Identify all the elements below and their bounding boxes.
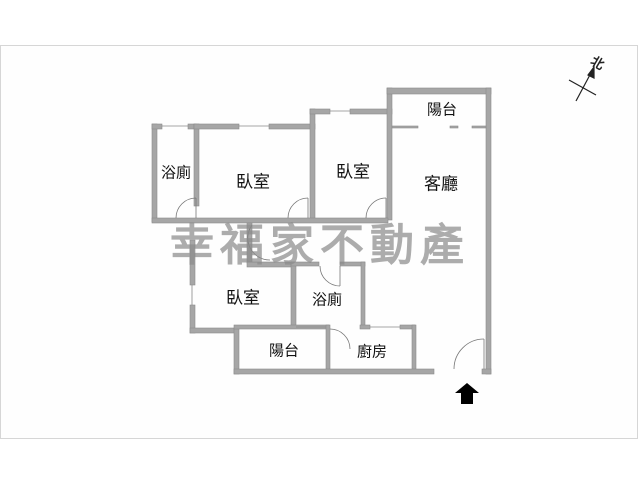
room-label-kitchen: 廚房 <box>356 342 388 361</box>
entrance-arrow-icon <box>455 383 479 404</box>
room-label-living-room: 客廳 <box>424 174 458 195</box>
room-label-bathroom-1: 浴廁 <box>160 163 192 182</box>
wall <box>151 123 158 223</box>
room-label-bathroom-2: 浴廁 <box>311 290 343 309</box>
room-label-balcony-2: 陽台 <box>268 341 300 360</box>
north-arrow-icon <box>568 65 597 102</box>
room-label-balcony-1: 陽台 <box>426 100 458 119</box>
room-label-bedroom-1: 臥室 <box>236 172 270 193</box>
room-label-bedroom-2: 臥室 <box>336 162 370 183</box>
watermark: 幸福家不動產 <box>170 220 470 271</box>
room-label-bedroom-3: 臥室 <box>226 288 260 309</box>
